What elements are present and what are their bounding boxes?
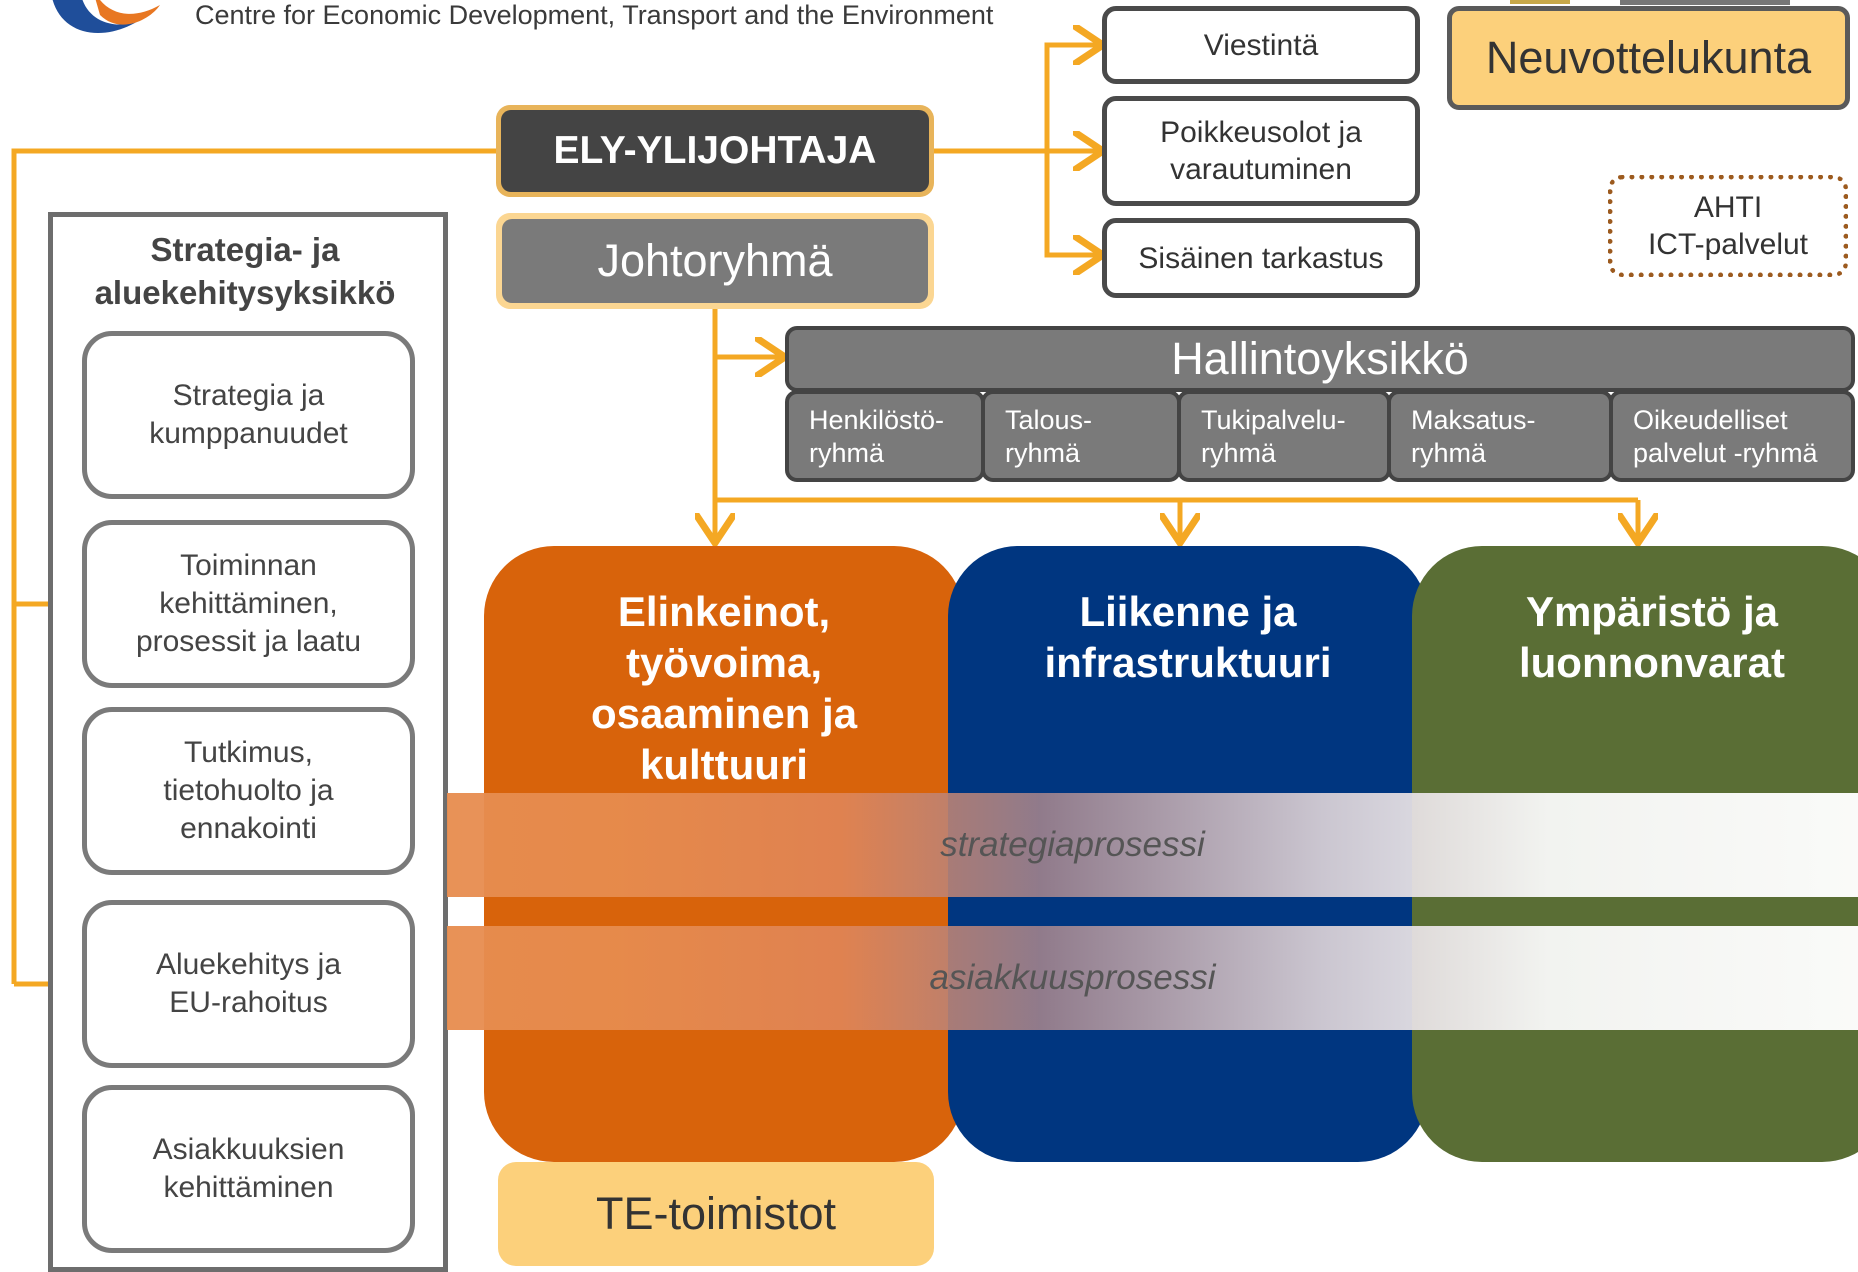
left-title-line-1: Strategia- ja [150,231,340,268]
tukipalvelu-ryhma-box: Tukipalvelu- ryhmä [1177,390,1391,482]
left-box-line: ennakointi [180,812,317,845]
group-line-1: Oikeudelliset [1633,405,1788,435]
johtoryhma-label: Johtoryhmä [502,219,928,303]
arrow-to-sisainen [1044,151,1098,255]
te-toimistot-box: TE-toimistot [498,1162,934,1266]
ely-logo [52,0,160,33]
johtoryhma-box: Johtoryhmä [496,213,934,309]
strategiaprosessi-label: strategiaprosessi [940,825,1205,864]
strategia-kumppanuudet-box: Strategia ja kumppanuudet [82,331,415,499]
neuvottelukunta-box: Neuvottelukunta [1447,6,1850,110]
talous-ryhma-box: Talous- ryhmä [981,390,1181,482]
ely-ylijohtaja-box: ELY-YLIJOHTAJA [496,105,934,197]
asiakkuusprosessi-label: asiakkuusprosessi [929,958,1216,997]
left-box-line: Asiakkuuksien [152,1133,345,1166]
oikeudelliset-palvelut-box: Oikeudelliset palvelut -ryhmä [1609,390,1855,482]
group-line-2: ryhmä [1201,438,1277,468]
hallintoyksikko-header: Hallintoyksikkö [785,326,1855,392]
strategiaprosessi-band: strategiaprosessi [447,793,1858,897]
left-box-line: kehittäminen, [159,587,338,620]
ahti-line-2: ICT-palvelut [1647,228,1809,261]
left-box-line: Toiminnan [180,549,317,582]
column-line: työvoima, [625,639,823,686]
henkilosto-ryhma-box: Henkilöstö- ryhmä [785,390,985,482]
left-box-line: Aluekehitys ja [155,948,342,981]
asiakkuuksien-kehittaminen-box: Asiakkuuksien kehittäminen [82,1085,415,1253]
left-box-line: EU-rahoitus [169,986,328,1019]
group-line-1: Henkilöstö- [809,405,945,435]
left-box-line: tietohuolto ja [163,774,334,807]
column-line: kulttuuri [640,741,808,788]
left-box-line: kumppanuudet [149,417,348,450]
group-line-2: ryhmä [1005,438,1081,468]
ely-ylijohtaja-label: ELY-YLIJOHTAJA [501,110,929,192]
group-line-2: ryhmä [1411,438,1487,468]
tutkimus-tietohuolto-box: Tutkimus, tietohuolto ja ennakointi [82,707,415,875]
eu-logo-strip [1510,0,1790,5]
column-line: Ympäristö ja [1525,588,1779,635]
aluekehitys-eu-rahoitus-box: Aluekehitys ja EU-rahoitus [82,900,415,1068]
sisainen-tarkastus-label: Sisäinen tarkastus [1138,241,1384,275]
group-line-2: palvelut -ryhmä [1633,438,1818,468]
hallintoyksikko-label: Hallintoyksikkö [1171,333,1469,384]
group-line-1: Tukipalvelu- [1201,405,1346,435]
ahti-ict-box: AHTI ICT-palvelut [1608,175,1848,277]
sisainen-tarkastus-box: Sisäinen tarkastus [1102,218,1420,298]
maksatus-ryhma-box: Maksatus- ryhmä [1387,390,1613,482]
asiakkuusprosessi-band: asiakkuusprosessi [447,926,1858,1030]
left-box-line: prosessit ja laatu [135,625,362,658]
poikkeusolot-line-1: Poikkeusolot ja [1160,116,1362,149]
column-line: Elinkeinot, [617,588,831,635]
column-line: osaaminen ja [590,690,858,737]
column-line: infrastruktuuri [1044,639,1332,686]
viestinta-box: Viestintä [1102,6,1420,84]
toiminnan-kehittaminen-box: Toiminnan kehittäminen, prosessit ja laa… [82,520,415,688]
organization-tagline: Centre for Economic Development, Transpo… [195,0,994,30]
group-line-1: Talous- [1005,405,1093,435]
viestinta-label: Viestintä [1203,28,1319,62]
left-column-title: Strategia- ja aluekehitysyksikkö [60,228,430,314]
left-box-line: Strategia ja [172,379,325,412]
column-line: Liikenne ja [1079,588,1297,635]
poikkeusolot-box: Poikkeusolot ja varautuminen [1102,96,1420,206]
arrow-to-left-column [11,148,496,984]
neuvottelukunta-label: Neuvottelukunta [1485,32,1812,83]
column-line: luonnonvarat [1518,639,1785,686]
left-title-line-2: aluekehitysyksikkö [94,274,396,311]
te-toimistot-label: TE-toimistot [595,1188,837,1239]
group-line-1: Maksatus- [1411,405,1536,435]
arrow-to-viestinta [1044,45,1098,151]
ahti-line-1: AHTI [1693,191,1763,224]
left-box-line: kehittäminen [163,1171,334,1204]
poikkeusolot-line-2: varautuminen [1170,153,1352,186]
left-box-line: Tutkimus, [184,736,313,769]
group-line-2: ryhmä [809,438,885,468]
